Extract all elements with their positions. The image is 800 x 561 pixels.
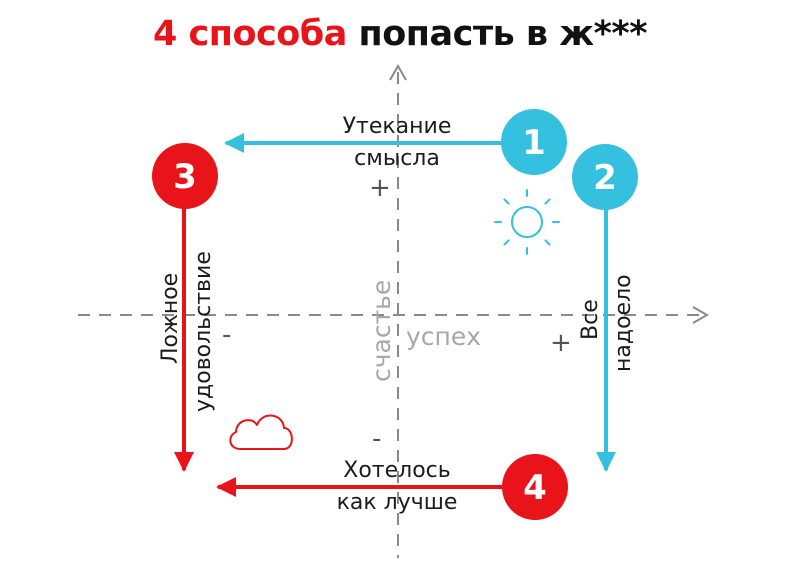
- step-3-label-line-2: удовольствие: [191, 251, 216, 412]
- step-2-label-line-1: Все: [578, 299, 603, 340]
- page-title: 4 способа попасть в ж***: [0, 14, 800, 54]
- horizontal-minus-sign: -: [222, 320, 231, 350]
- vertical-axis-label: счастье: [367, 280, 396, 382]
- step-4-label: Хотелось как лучше: [337, 458, 458, 515]
- step-1-circle: [501, 109, 567, 175]
- sun-icon: [494, 189, 560, 255]
- horizontal-axis-label: успех: [406, 322, 481, 351]
- cloud-icon: [229, 414, 293, 450]
- step-3-label-line-1: Ложное: [158, 273, 183, 364]
- step-4-label-line-1: Хотелось: [343, 458, 450, 483]
- step-1-marker: 1: [501, 109, 567, 175]
- title-rest: попасть в ж***: [358, 14, 648, 54]
- step-3-circle: [152, 143, 218, 209]
- step-2-number: 2: [593, 158, 617, 198]
- step-4-circle: [502, 454, 568, 520]
- horizontal-axis-arrowhead: [692, 306, 710, 324]
- step-2-marker: 2: [572, 144, 638, 210]
- vertical-minus-sign: -: [372, 424, 381, 454]
- step-2-label-line-2: надоело: [611, 274, 636, 372]
- step-2-circle: [572, 144, 638, 210]
- step-1-label-line-2: смысла: [354, 146, 440, 171]
- step-4-marker: 4: [502, 454, 568, 520]
- title-accent: 4 способа: [152, 14, 347, 54]
- axes: [78, 63, 710, 558]
- horizontal-plus-sign: +: [550, 328, 572, 358]
- step-3-label: Ложное удовольствие: [158, 251, 216, 412]
- step-3-marker: 3: [152, 143, 218, 209]
- step-1-label-line-1: Утекание: [343, 114, 452, 139]
- step-4-label-line-2: как лучше: [337, 490, 458, 515]
- step-2-label: Все надоело: [578, 274, 636, 372]
- vertical-plus-sign: +: [369, 173, 391, 203]
- step-1-label: Утекание смысла: [343, 114, 452, 171]
- step-1-number: 1: [522, 123, 546, 163]
- step-3-number: 3: [173, 157, 197, 197]
- vertical-axis-arrowhead: [389, 63, 407, 81]
- step-4-number: 4: [523, 468, 547, 508]
